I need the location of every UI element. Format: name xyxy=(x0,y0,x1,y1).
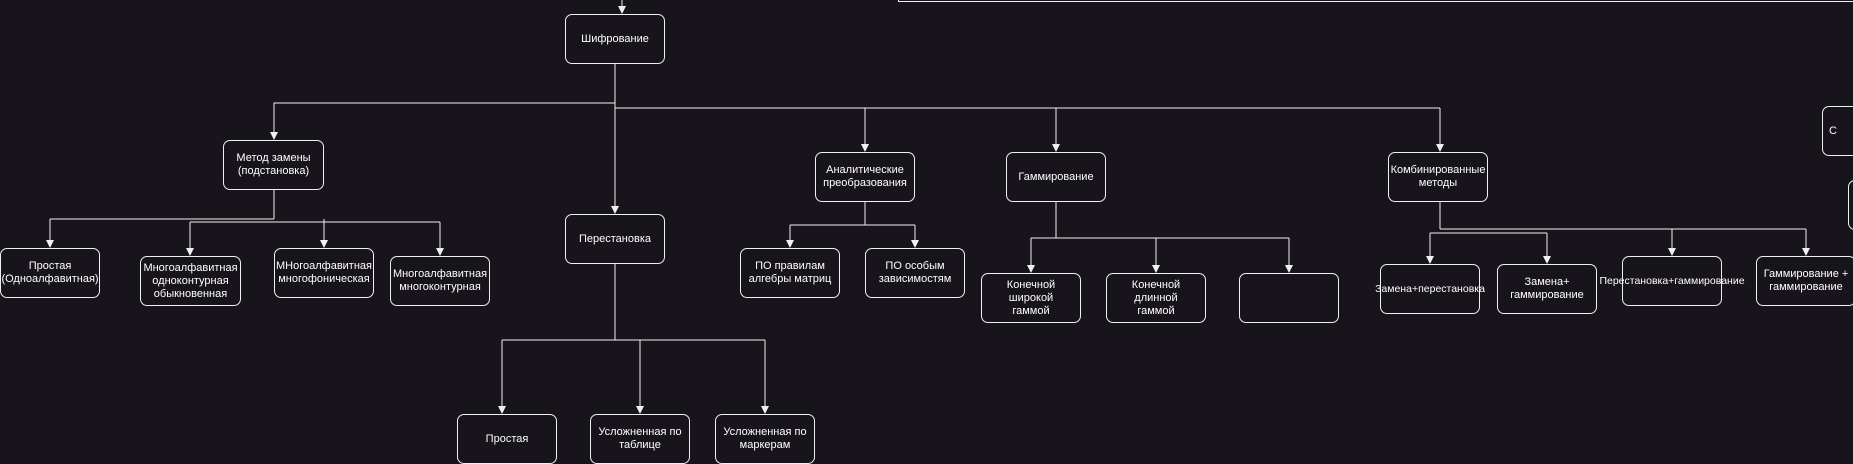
node-label: ПО правилам алгебры матриц xyxy=(748,260,832,285)
node-label: Гаммирование + гаммирование xyxy=(1763,268,1849,293)
node-perm-table[interactable]: Усложненная по таблице xyxy=(590,414,690,464)
node-label: С xyxy=(1829,124,1837,137)
node-combined-sub-gam[interactable]: Замена+ гаммирование xyxy=(1497,264,1597,314)
node-label: Многоалфавитная многоконтурная xyxy=(392,268,488,293)
node-label: Многоалфавитная одноконтурная обыкновенн… xyxy=(143,261,238,300)
node-label: Комбинированные методы xyxy=(1390,164,1486,189)
node-sub-multi-multi[interactable]: Многоалфавитная многоконтурная xyxy=(390,256,490,306)
node-label: Замена+ гаммирование xyxy=(1510,276,1584,301)
node-label: МНогоалфавитная многофоническая xyxy=(276,260,372,285)
node-label: Замена+перестановка xyxy=(1375,282,1485,295)
node-analytic-matrix[interactable]: ПО правилам алгебры матриц xyxy=(740,248,840,298)
node-gamming-short[interactable]: Конечной широкой гаммой xyxy=(981,273,1081,323)
node-label: Усложненная по маркерам xyxy=(723,426,807,451)
node-side-partial-2[interactable] xyxy=(1848,180,1853,230)
node-label: Простая xyxy=(485,432,529,445)
node-permutation[interactable]: Перестановка xyxy=(565,214,665,264)
node-label: Метод замены (подстановка) xyxy=(236,152,311,177)
node-analytic-special[interactable]: ПО особым зависимостям xyxy=(865,248,965,298)
node-label: Перестановка xyxy=(579,232,651,245)
node-combined-perm-gam[interactable]: Перестановка+гаммирование xyxy=(1599,256,1745,306)
node-encryption[interactable]: Шифрование xyxy=(565,14,665,64)
node-substitution[interactable]: Метод замены (подстановка) xyxy=(223,140,324,190)
node-label: Аналитические преобразования xyxy=(823,164,907,189)
node-label: Конечной длинной гаммой xyxy=(1131,278,1181,317)
node-label: Простая (Одноалфавитная) xyxy=(1,260,99,285)
node-analytic[interactable]: Аналитические преобразования xyxy=(815,152,915,202)
node-gamming-long[interactable]: Конечной длинной гаммой xyxy=(1106,273,1206,323)
node-label: Шифрование xyxy=(581,32,649,45)
edge-root-substitution xyxy=(270,102,615,140)
node-label: Конечной широкой гаммой xyxy=(1006,278,1056,317)
node-side-partial[interactable]: С xyxy=(1822,106,1853,156)
node-combined-gam-gam[interactable]: Гаммирование + гаммирование xyxy=(1756,256,1853,306)
node-label: Перестановка+гаммирование xyxy=(1599,274,1745,287)
node-sub-simple[interactable]: Простая (Одноалфавитная) xyxy=(0,248,100,298)
node-label: Усложненная по таблице xyxy=(598,426,682,451)
container-frame xyxy=(898,0,1853,2)
node-sub-multi-phonic[interactable]: МНогоалфавитная многофоническая xyxy=(274,248,374,298)
node-label: ПО особым зависимостям xyxy=(878,260,952,285)
node-perm-markers[interactable]: Усложненная по маркерам xyxy=(715,414,815,464)
node-combined[interactable]: Комбинированные методы xyxy=(1388,152,1488,202)
node-combined-sub-perm[interactable]: Замена+перестановка xyxy=(1375,264,1485,314)
node-gamming[interactable]: Гаммирование xyxy=(1006,152,1106,202)
node-sub-multi-single[interactable]: Многоалфавитная одноконтурная обыкновенн… xyxy=(140,256,241,306)
node-gamming-empty[interactable] xyxy=(1239,273,1339,323)
node-perm-simple[interactable]: Простая xyxy=(457,414,557,464)
node-label: Гаммирование xyxy=(1018,170,1094,183)
